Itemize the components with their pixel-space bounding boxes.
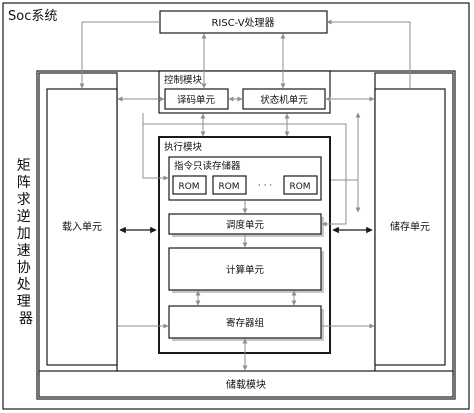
accelerator-title: 矩 阵 求 逆 加 速 协 处 理 器 xyxy=(17,158,35,327)
rom-ellipsis: · · · xyxy=(258,181,272,191)
store-unit-label: 储存单元 xyxy=(390,220,430,233)
storage-module-label: 储载模块 xyxy=(226,378,266,391)
rom-label-2: ROM xyxy=(218,182,239,192)
arrow-loop-left xyxy=(142,113,169,181)
rom-box-2 xyxy=(212,175,247,195)
fsm-unit-label: 状态机单元 xyxy=(260,94,308,106)
rom-store-label: 指令只读存储器 xyxy=(174,160,241,172)
decode-unit-label: 译码单元 xyxy=(177,94,216,106)
register-group-label: 寄存器组 xyxy=(226,317,265,329)
control-module-label: 控制模块 xyxy=(164,74,203,86)
load-unit-label: 载入单元 xyxy=(62,221,102,233)
arrow-loop-right xyxy=(142,113,347,227)
compute-unit-label: 计算单元 xyxy=(226,264,265,276)
store-unit-box xyxy=(374,88,446,366)
schedule-unit-label: 调度单元 xyxy=(226,219,265,231)
riscv-label: RISC-V处理器 xyxy=(211,17,274,29)
rom-label-1: ROM xyxy=(178,182,199,192)
exec-module-label: 执行模块 xyxy=(164,141,203,153)
schedule-unit-box xyxy=(168,213,322,235)
rom-box-3 xyxy=(283,175,318,195)
rom-box-1 xyxy=(172,175,207,195)
arrow-riscv-to-load xyxy=(79,21,160,89)
load-unit-box xyxy=(46,88,118,366)
register-group-box xyxy=(168,305,322,339)
fsm-unit-box xyxy=(242,88,326,110)
storage-bottom xyxy=(38,370,454,398)
compute-unit-box xyxy=(168,247,322,291)
arrow-store-to-riscv xyxy=(326,19,411,88)
rom-label-3: ROM xyxy=(289,182,310,192)
decode-unit-box xyxy=(164,88,229,110)
soc-title: Soc系统 xyxy=(8,9,57,24)
